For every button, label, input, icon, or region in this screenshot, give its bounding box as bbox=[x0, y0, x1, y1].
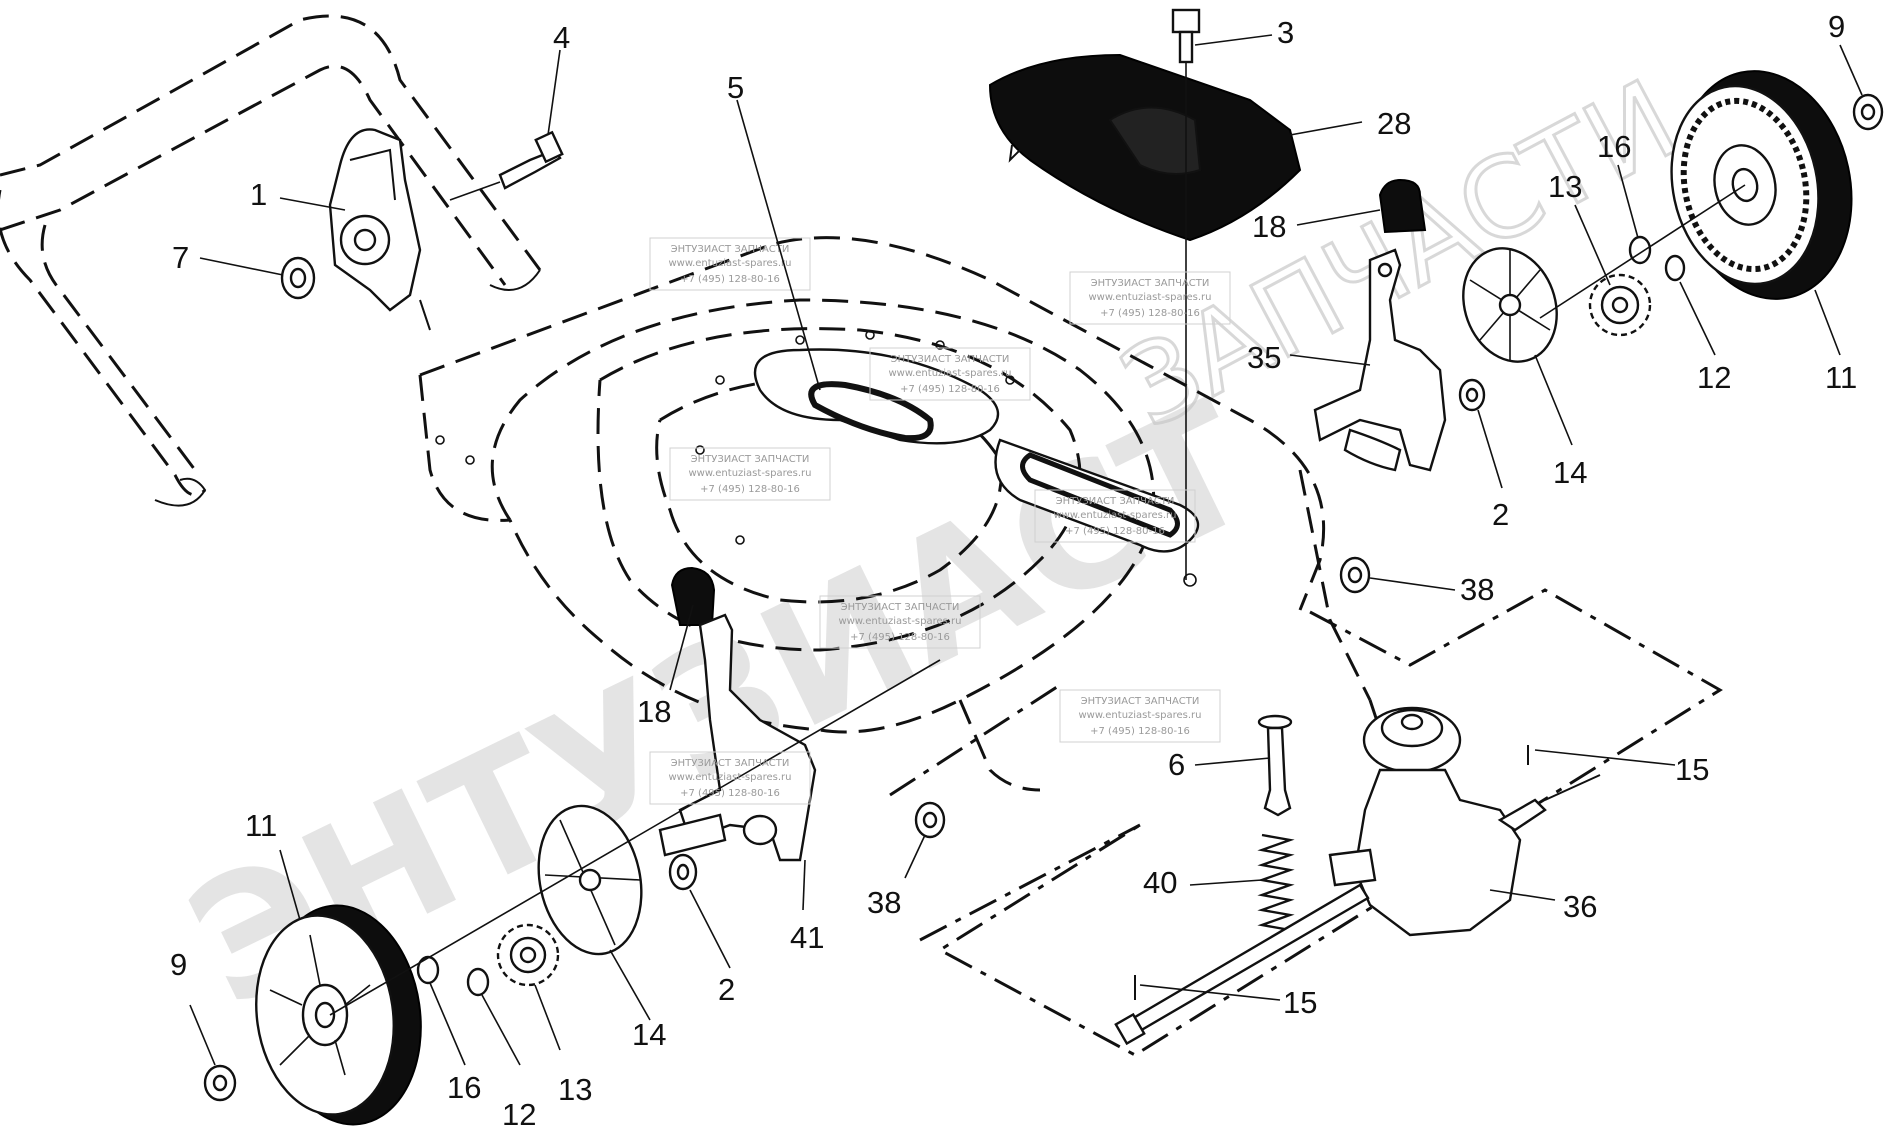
transmission-36 bbox=[1328, 706, 1601, 937]
svg-text:ЭНТУЗИАСТ ЗАПЧАСТИ: ЭНТУЗИАСТ ЗАПЧАСТИ bbox=[1091, 278, 1210, 289]
callout-40: 40 bbox=[1143, 865, 1177, 900]
nut-38-upper bbox=[1339, 556, 1371, 594]
mower-deck bbox=[418, 236, 1392, 792]
callout-4: 4 bbox=[553, 20, 570, 55]
watermark-box: ЭНТУЗИАСТ ЗАПЧАСТИ www.entuziast-spares.… bbox=[1059, 689, 1221, 743]
height-lever-bracket bbox=[328, 128, 431, 331]
leader-lines bbox=[189, 34, 1863, 1066]
callout-16: 16 bbox=[447, 1070, 481, 1105]
wheel-right bbox=[1539, 70, 1853, 319]
callout-2: 2 bbox=[1492, 497, 1509, 532]
wheel-left bbox=[255, 659, 941, 1126]
handle-outline bbox=[0, 14, 542, 507]
pinion-gear-left bbox=[496, 923, 560, 987]
callout-38: 38 bbox=[1460, 572, 1494, 607]
nut-9-right bbox=[1852, 93, 1884, 131]
washers-right bbox=[1628, 235, 1686, 282]
bolt-3 bbox=[1171, 8, 1201, 580]
lever-cap-left bbox=[670, 566, 716, 626]
callout-38: 38 bbox=[867, 885, 901, 920]
callout-7: 7 bbox=[172, 240, 189, 275]
washer-right bbox=[1458, 378, 1486, 412]
pin-6 bbox=[1257, 714, 1293, 817]
svg-text:ЭНТУЗИАСТ ЗАПЧАСТИ: ЭНТУЗИАСТ ЗАПЧАСТИ bbox=[891, 354, 1010, 365]
callout-11: 11 bbox=[245, 808, 277, 843]
spring-40 bbox=[1257, 833, 1295, 932]
callout-16: 16 bbox=[1597, 129, 1631, 164]
callout-15: 15 bbox=[1283, 985, 1317, 1020]
svg-text:www.entuziast-spares.ru: www.entuziast-spares.ru bbox=[838, 616, 961, 627]
callout-12: 12 bbox=[502, 1097, 536, 1132]
svg-text:www.entuziast-spares.ru: www.entuziast-spares.ru bbox=[1078, 710, 1201, 721]
svg-text:www.entuziast-spares.ru: www.entuziast-spares.ru bbox=[1088, 292, 1211, 303]
svg-text:+7 (495) 128-80-16: +7 (495) 128-80-16 bbox=[680, 274, 780, 285]
callout-13: 13 bbox=[1548, 169, 1582, 204]
callout-1: 1 bbox=[250, 177, 267, 212]
height-lever-left bbox=[658, 613, 817, 862]
svg-text:+7 (495) 128-80-16: +7 (495) 128-80-16 bbox=[1100, 308, 1200, 319]
callout-12: 12 bbox=[1697, 360, 1731, 395]
svg-text:www.entuziast-spares.ru: www.entuziast-spares.ru bbox=[888, 368, 1011, 379]
nut-9-left bbox=[203, 1064, 237, 1102]
callout-3: 3 bbox=[1277, 15, 1294, 50]
bolt-4 bbox=[449, 130, 564, 201]
svg-text:www.entuziast-spares.ru: www.entuziast-spares.ru bbox=[668, 772, 791, 783]
callout-9: 9 bbox=[1828, 9, 1845, 44]
spec-watermark-boxes: ЭНТУЗИАСТ ЗАПЧАСТИ www.entuziast-spares.… bbox=[649, 237, 1231, 805]
watermark-box: ЭНТУЗИАСТ ЗАПЧАСТИ www.entuziast-spares.… bbox=[649, 237, 811, 291]
svg-text:www.entuziast-spares.ru: www.entuziast-spares.ru bbox=[688, 468, 811, 479]
watermark-box: ЭНТУЗИАСТ ЗАПЧАСТИ www.entuziast-spares.… bbox=[1034, 489, 1196, 543]
watermark-box: ЭНТУЗИАСТ ЗАПЧАСТИ www.entuziast-spares.… bbox=[669, 447, 831, 501]
nut-7 bbox=[280, 256, 316, 300]
callout-41: 41 bbox=[790, 920, 824, 955]
hubcap-right bbox=[1462, 247, 1558, 363]
svg-text:www.entuziast-spares.ru: www.entuziast-spares.ru bbox=[668, 258, 791, 269]
axle-and-pins-15 bbox=[1114, 745, 1529, 1046]
callout-18: 18 bbox=[637, 694, 671, 729]
watermark-box: ЭНТУЗИАСТ ЗАПЧАСТИ www.entuziast-spares.… bbox=[649, 751, 811, 805]
svg-text:ЭНТУЗИАСТ ЗАПЧАСТИ: ЭНТУЗИАСТ ЗАПЧАСТИ bbox=[671, 758, 790, 769]
svg-text:ЭНТУЗИАСТ ЗАПЧАСТИ: ЭНТУЗИАСТ ЗАПЧАСТИ bbox=[1056, 496, 1175, 507]
callout-6: 6 bbox=[1168, 747, 1185, 782]
svg-text:ЭНТУЗИАСТ ЗАПЧАСТИ: ЭНТУЗИАСТ ЗАПЧАСТИ bbox=[691, 454, 810, 465]
transmission-bounding-lines bbox=[889, 588, 1723, 1057]
svg-text:+7 (495) 128-80-16: +7 (495) 128-80-16 bbox=[700, 484, 800, 495]
callout-28: 28 bbox=[1377, 106, 1411, 141]
hubcap-left bbox=[537, 804, 643, 956]
rear-cover bbox=[988, 53, 1302, 242]
washers-left bbox=[416, 955, 490, 997]
washer-left bbox=[668, 853, 698, 891]
callout-11: 11 bbox=[1825, 360, 1857, 395]
svg-text:www.entuziast-spares.ru: www.entuziast-spares.ru bbox=[1053, 510, 1176, 521]
callout-18: 18 bbox=[1252, 209, 1286, 244]
callout-13: 13 bbox=[558, 1072, 592, 1107]
callout-15: 15 bbox=[1675, 752, 1709, 787]
svg-text:+7 (495) 128-80-16: +7 (495) 128-80-16 bbox=[1090, 726, 1190, 737]
callout-5: 5 bbox=[727, 70, 744, 105]
height-lever-right bbox=[1313, 248, 1447, 472]
svg-text:ЭНТУЗИАСТ ЗАПЧАСТИ: ЭНТУЗИАСТ ЗАПЧАСТИ bbox=[671, 244, 790, 255]
svg-text:ЭНТУЗИАСТ ЗАПЧАСТИ: ЭНТУЗИАСТ ЗАПЧАСТИ bbox=[1081, 696, 1200, 707]
svg-text:ЭНТУЗИАСТ ЗАПЧАСТИ: ЭНТУЗИАСТ ЗАПЧАСТИ bbox=[841, 602, 960, 613]
callout-14: 14 bbox=[632, 1017, 666, 1052]
callout-2: 2 bbox=[718, 972, 735, 1007]
svg-text:+7 (495) 128-80-16: +7 (495) 128-80-16 bbox=[1065, 526, 1165, 537]
watermark-box: ЭНТУЗИАСТ ЗАПЧАСТИ www.entuziast-spares.… bbox=[819, 595, 981, 649]
callout-35: 35 bbox=[1247, 340, 1281, 375]
svg-text:+7 (495) 128-80-16: +7 (495) 128-80-16 bbox=[850, 632, 950, 643]
watermark-box: ЭНТУЗИАСТ ЗАПЧАСТИ www.entuziast-spares.… bbox=[869, 347, 1031, 401]
lever-cap-right bbox=[1378, 178, 1427, 234]
watermark-box: ЭНТУЗИАСТ ЗАПЧАСТИ www.entuziast-spares.… bbox=[1069, 271, 1231, 325]
callout-numbers: 1 2 2 3 4 5 6 7 9 9 11 11 12 12 13 13 14… bbox=[170, 9, 1857, 1132]
svg-text:+7 (495) 128-80-16: +7 (495) 128-80-16 bbox=[680, 788, 780, 799]
pinion-gear-right bbox=[1588, 273, 1652, 337]
callout-14: 14 bbox=[1553, 455, 1587, 490]
nut-38-lower bbox=[914, 801, 946, 839]
svg-text:+7 (495) 128-80-16: +7 (495) 128-80-16 bbox=[900, 384, 1000, 395]
callout-9: 9 bbox=[170, 947, 187, 982]
callout-36: 36 bbox=[1563, 889, 1597, 924]
